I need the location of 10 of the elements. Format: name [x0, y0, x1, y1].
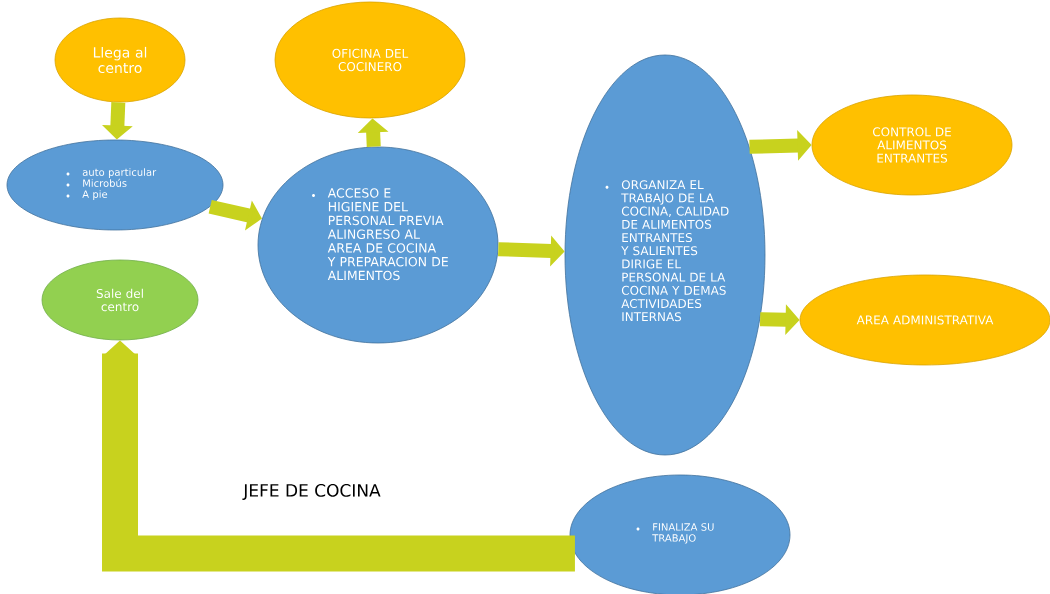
label-text: JEFE DE COCINA: [242, 483, 381, 500]
ellipse-node: CONTROL DE ALIMENTOS ENTRANTES: [811, 94, 1013, 196]
ellipse-node: ORGANIZA EL TRABAJO DE LA COCINA, CALIDAD DE ALIMENTOS ENTRANTES Y SALIENTES DIRIGE EL PERSONAL DE LA COCINA Y DEMAS ACTIVIDADES INTERNAS: [564, 54, 766, 456]
ellipse-node: Sale del centro: [41, 259, 199, 341]
ellipse-node: FINALIZA SU TRABAJO: [569, 474, 791, 594]
ellipse-node: ACCESO E HIGIENE DEL PERSONAL PREVIA ALINGRESO AL AREA DE COCINA Y PREPARACION DE ALIMENTOS: [257, 146, 499, 344]
ellipse-node: OFICINA DEL COCINERO: [274, 1, 466, 119]
ellipse-node: auto particular Microbús A pie: [6, 139, 224, 231]
ellipse-node: AREA ADMINISTRATIVA: [799, 274, 1050, 366]
ellipse-node: Llega al centro: [54, 17, 186, 103]
